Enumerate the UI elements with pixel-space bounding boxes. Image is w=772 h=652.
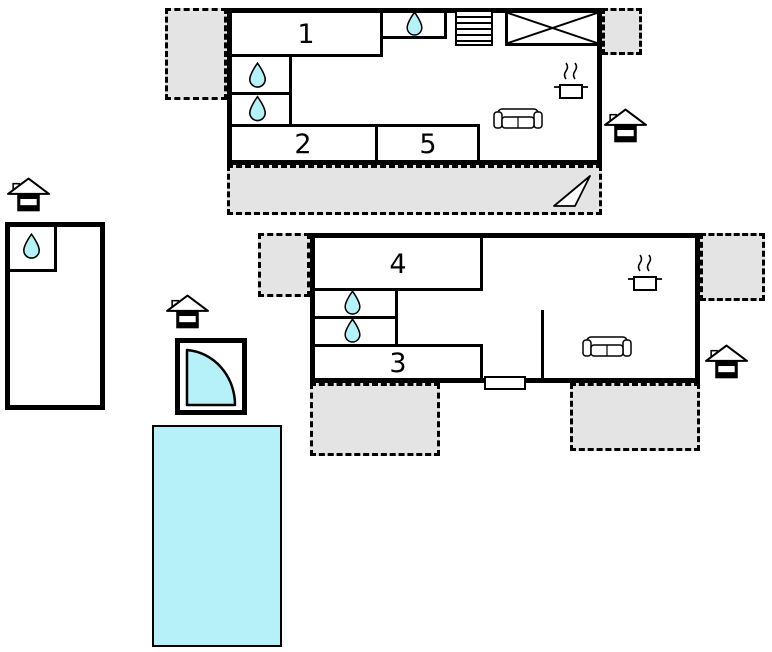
room-label-4: 4: [389, 249, 407, 280]
wall: [480, 238, 483, 291]
stove-icon: [552, 60, 590, 102]
wall: [477, 127, 480, 160]
wall: [10, 269, 57, 272]
shower-door-icon: [183, 346, 239, 407]
terrace-lower-right: [700, 233, 765, 301]
door: [484, 376, 526, 390]
terrace-lower-bottom-left: [310, 383, 440, 456]
wall: [315, 316, 398, 319]
wall: [395, 291, 398, 347]
terrace-upper-right: [602, 8, 642, 55]
window-cross-icon: [508, 13, 597, 43]
swimming-pool: [152, 425, 282, 647]
entrance-icon: [7, 175, 50, 221]
water-drop-icon: [342, 318, 363, 343]
wall: [541, 310, 544, 378]
wall: [505, 43, 597, 46]
water-drop-icon: [342, 290, 363, 315]
room-label-5: 5: [419, 129, 437, 160]
entrance-icon: [166, 292, 209, 338]
wall: [444, 13, 447, 39]
room-label-1: 1: [297, 19, 315, 50]
wall: [315, 344, 483, 347]
wall: [232, 92, 292, 95]
terrace-upper-left: [165, 8, 227, 100]
room-label-2: 2: [294, 129, 312, 160]
water-drop-icon: [247, 61, 268, 89]
north-arrow-icon: [552, 174, 592, 208]
wall: [380, 36, 447, 39]
entrance-icon: [604, 106, 647, 152]
wall: [505, 13, 508, 46]
building-lower: [310, 233, 700, 383]
stove-icon: [626, 252, 664, 294]
stairs-icon: [455, 10, 493, 46]
sofa-icon: [492, 105, 544, 133]
entrance-icon: [705, 342, 748, 388]
terrace-lower-bottom-right: [570, 383, 700, 451]
terrace-upper-bottom: [227, 165, 602, 215]
water-drop-icon: [247, 95, 268, 122]
wall: [480, 347, 483, 378]
wall: [315, 288, 483, 291]
wall: [232, 54, 383, 57]
wall: [232, 124, 480, 127]
wall: [380, 13, 383, 57]
room-label-3: 3: [389, 348, 407, 379]
water-drop-icon: [21, 232, 42, 260]
water-drop-icon: [404, 11, 425, 36]
wall: [54, 227, 57, 272]
sofa-icon: [581, 333, 633, 361]
terrace-lower-left: [258, 233, 310, 297]
wall: [375, 127, 378, 160]
